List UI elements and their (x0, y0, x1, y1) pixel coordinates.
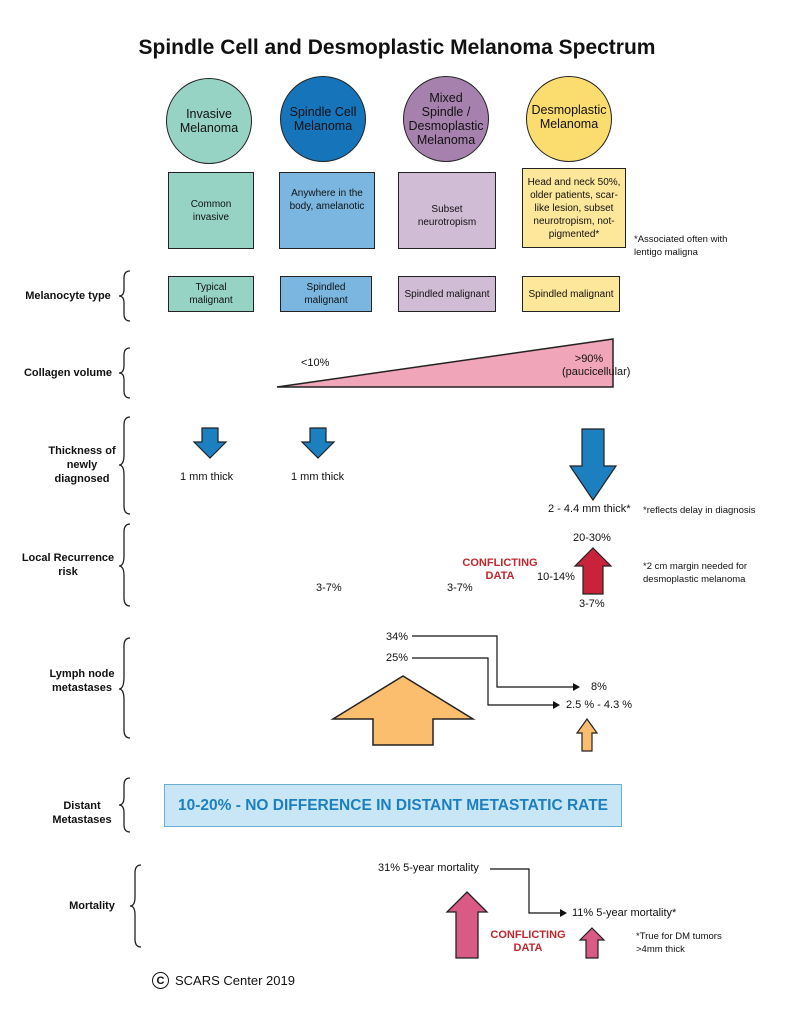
mortality-value-31: 31% 5-year mortality (378, 862, 479, 874)
mortality-footnote: *True for DM tumors >4mm thick (636, 931, 722, 955)
thickness-arrow-spindle (300, 427, 336, 459)
mortality-value-11: 11% 5-year mortality* (572, 907, 677, 919)
melanocyte-box-spindle: Spindled malignant (280, 276, 372, 312)
row-label-recurrence: Local Recurrence risk (21, 552, 115, 578)
page-title: Spindle Cell and Desmoplastic Melanoma S… (138, 36, 656, 59)
circle-spindle-cell-melanoma: Spindle Cell Melanoma (280, 76, 366, 162)
brace-recurrence (118, 523, 131, 607)
circle-label: Invasive Melanoma (179, 107, 239, 135)
desc-box-spindle: Anywhere in the body, amelanotic (279, 172, 375, 249)
footer-credit: C SCARS Center 2019 (152, 972, 295, 989)
melanocyte-text: Spindled malignant (404, 288, 490, 300)
thickness-footnote: *reflects delay in diagnosis (643, 505, 756, 516)
lymph-value-34: 34% (386, 631, 409, 643)
banner-text: 10-20% - NO DIFFERENCE IN DISTANT METAST… (178, 796, 608, 814)
lymph-value-8: 8% (591, 681, 607, 693)
mortality-small-arrow (578, 927, 606, 959)
row-label-collagen: Collagen volume (23, 367, 113, 379)
thickness-spindle-label: 1 mm thick (291, 471, 345, 483)
collagen-triangle (276, 338, 614, 388)
melanocyte-text: Spindled malignant (528, 288, 614, 300)
mortality-arrowhead (560, 909, 567, 917)
thickness-desmoplastic-label: 2 - 4.4 mm thick* (548, 503, 631, 515)
collagen-high-label: >90% (paucicellular) (562, 353, 631, 378)
melanocyte-text: Spindled malignant (304, 282, 348, 306)
circle-label: Desmoplastic Melanoma (531, 103, 607, 131)
recurrence-conflicting-data: CONFLICTING DATA (462, 557, 538, 582)
row-label-melanocyte: Melanocyte type (25, 290, 111, 302)
recurrence-spindle-value: 3-7% (316, 582, 342, 594)
circle-mixed-melanoma: Mixed Spindle / Desmoplastic Melanoma (403, 76, 489, 162)
desc-text: Common invasive (190, 198, 232, 223)
melanocyte-box-desmoplastic: Spindled malignant (522, 276, 620, 312)
circle-desmoplastic-melanoma: Desmoplastic Melanoma (526, 76, 612, 162)
desc-box-desmoplastic: Head and neck 50%, older patients, scar-… (522, 168, 626, 248)
thickness-arrow-desmoplastic (568, 428, 618, 502)
recurrence-arrow (573, 547, 613, 595)
row-label-mortality: Mortality (69, 900, 115, 912)
lymph-arrowhead-34 (573, 683, 580, 691)
distant-metastases-banner: 10-20% - NO DIFFERENCE IN DISTANT METAST… (164, 784, 622, 827)
melanocyte-text: Typical malignant (189, 282, 233, 306)
lymph-value-range: 2.5 % - 4.3 % (566, 699, 633, 711)
desc-text: Anywhere in the body, amelanotic (289, 188, 365, 212)
desc-box-invasive: Common invasive (168, 172, 254, 249)
row-label-lymph: Lymph node metastases (49, 668, 115, 694)
melanocyte-box-invasive: Typical malignant (168, 276, 254, 312)
mortality-big-arrow (445, 891, 489, 959)
row-label-distant: Distant Metastases (52, 800, 112, 826)
desc-text: Subset neurotropism (417, 204, 477, 228)
desc-footnote: *Associated often with lentigo maligna (634, 234, 728, 258)
recurrence-mixed-value: 3-7% (447, 582, 473, 594)
brace-thickness (118, 416, 131, 515)
recurrence-top-value: 20-30% (573, 532, 611, 544)
footer-text: SCARS Center 2019 (175, 973, 295, 988)
lymph-value-25: 25% (386, 652, 409, 664)
circle-label: Spindle Cell Melanoma (289, 105, 357, 133)
circle-invasive-melanoma: Invasive Melanoma (166, 78, 252, 164)
brace-mortality (129, 864, 142, 948)
lymph-arrowhead-25 (553, 701, 560, 709)
copyright-icon: C (152, 972, 169, 989)
brace-distant (118, 777, 131, 833)
desc-text: Head and neck 50%, older patients, scar-… (527, 176, 621, 240)
lymph-line-25 (412, 657, 553, 706)
brace-collagen (118, 347, 131, 399)
recurrence-mid-value: 10-14% (537, 571, 575, 583)
collagen-low-label: <10% (301, 357, 330, 369)
mortality-conflicting-data: CONFLICTING DATA (490, 929, 566, 954)
brace-melanocyte (118, 270, 131, 322)
melanocyte-box-mixed: Spindled malignant (398, 276, 496, 312)
lymph-big-arrow (330, 675, 476, 746)
recurrence-bottom-value: 3-7% (579, 598, 605, 610)
recurrence-footnote: *2 cm margin needed for desmoplastic mel… (643, 561, 748, 585)
circle-label: Mixed Spindle / Desmoplastic Melanoma (408, 91, 484, 147)
lymph-small-arrow (575, 717, 599, 752)
thickness-invasive-label: 1 mm thick (180, 471, 234, 483)
thickness-arrow-invasive (192, 427, 228, 459)
brace-lymph (118, 637, 131, 739)
lymph-line-34 (412, 635, 573, 688)
row-label-thickness: Thickness of newly diagnosed (48, 445, 116, 485)
mortality-line (490, 868, 560, 914)
desc-box-mixed: Subset neurotropism (398, 172, 496, 249)
